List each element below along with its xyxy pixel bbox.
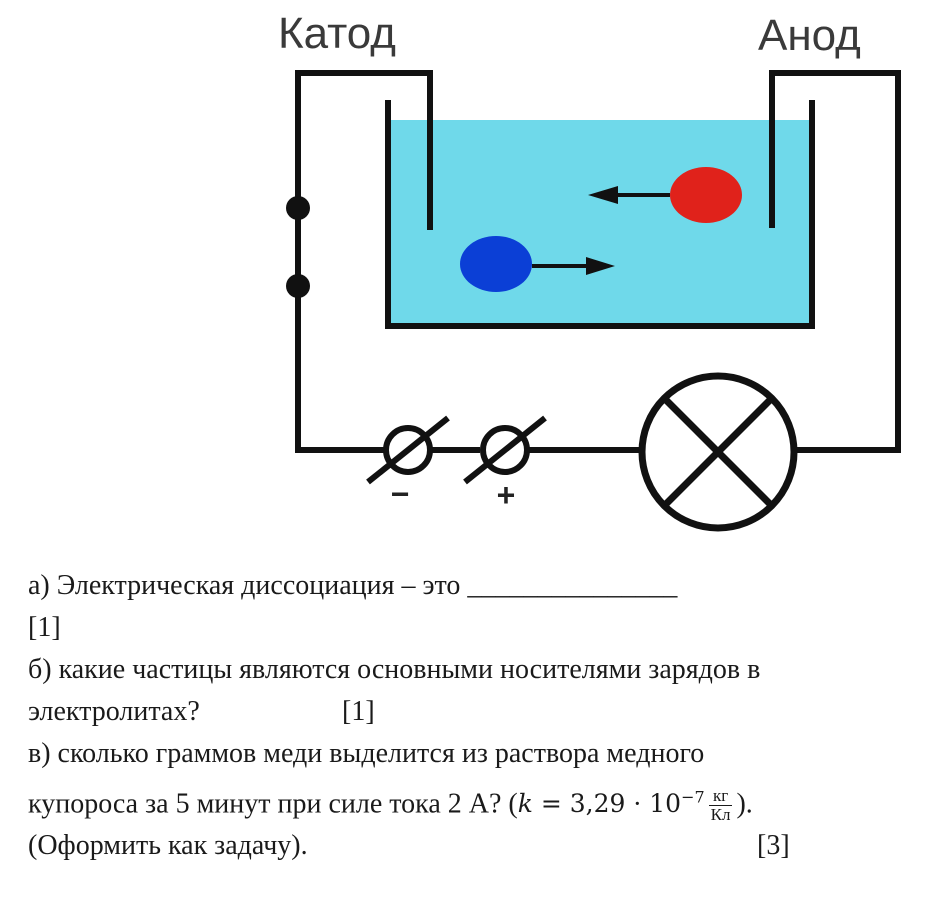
question-b-line1: б) какие частицы являются основными носи…	[28, 654, 761, 685]
formula-exponent: −7	[681, 788, 705, 807]
formula-var: k	[517, 789, 533, 819]
question-c-mark: [3]	[757, 830, 790, 861]
terminal-icon	[463, 415, 547, 485]
question-c-suffix: ).	[736, 788, 753, 820]
question-c-line3: (Оформить как задачу).	[28, 830, 308, 861]
question-c-line2: купороса за 5 минут при силе тока 2 А? (…	[28, 778, 753, 824]
question-a-mark: [1]	[28, 612, 61, 643]
anode-wire	[769, 70, 901, 453]
lamp-icon	[638, 372, 798, 532]
unit-denominator: Кл	[710, 805, 731, 825]
arrow-right-icon	[532, 257, 615, 275]
question-c-text: купороса за 5 минут при силе тока 2 А? (	[28, 788, 518, 820]
question-b-mark: [1]	[342, 696, 375, 727]
terminal-icon	[366, 415, 450, 485]
arrow-left-icon	[588, 186, 670, 204]
question-a: а) Электрическая диссоциация – это _____…	[28, 570, 678, 601]
vessel	[385, 100, 815, 329]
anode-label: Анод	[758, 11, 861, 60]
junction-dot	[286, 274, 310, 298]
electrolyte	[390, 120, 810, 325]
cathode-label: Катод	[278, 9, 396, 58]
junction-dot	[286, 196, 310, 220]
unit-numerator: кг	[708, 787, 733, 807]
formula-eq: = 3,29 · 10	[532, 789, 682, 819]
cathode-wire	[295, 70, 433, 453]
formula: k = 3,29 · 10−7	[517, 788, 705, 819]
question-b-line2: электролитах?	[28, 696, 200, 727]
electrolysis-diagram: Катод Анод − +	[278, 9, 901, 532]
minus-sign: −	[391, 476, 410, 512]
question-c-line1: в) сколько граммов меди выделится из рас…	[28, 738, 705, 769]
negative-ion-icon	[460, 236, 532, 292]
positive-ion-icon	[670, 167, 742, 223]
plus-sign: +	[497, 477, 516, 513]
